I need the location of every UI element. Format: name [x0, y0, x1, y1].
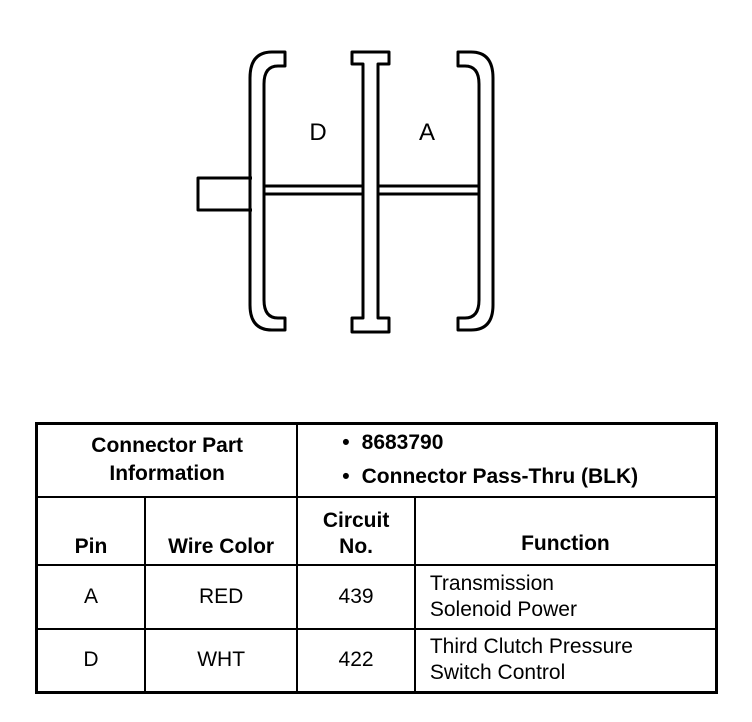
- pin-cell: A: [35, 563, 146, 630]
- col-header-pin: Pin: [35, 495, 146, 566]
- part-info-label-line1: Connector Part: [91, 434, 243, 458]
- function-cell: Transmission Solenoid Power: [413, 563, 718, 630]
- col-header-function: Function: [413, 495, 718, 566]
- part-info-label-line2: Information: [109, 462, 225, 486]
- cavity-label-a: A: [419, 119, 435, 146]
- function-line1: Third Clutch Pressure: [429, 635, 633, 659]
- connector-right-wall: [456, 50, 495, 332]
- function-cell: Third Clutch Pressure Switch Control: [413, 627, 718, 694]
- function-line2: Switch Control: [429, 661, 566, 685]
- col-header-wire-color: Wire Color: [143, 495, 299, 566]
- circuit-cell: 422: [296, 627, 416, 694]
- col-header-circuit-line1: Circuit: [322, 508, 390, 532]
- function-line1: Transmission: [429, 571, 554, 595]
- table-row: A RED 439 Transmission Solenoid Power: [35, 563, 718, 630]
- connector-horizontal-divider: [264, 184, 479, 196]
- col-header-circuit-line2: No.: [339, 534, 373, 558]
- pin-cell: D: [35, 627, 146, 694]
- connector-left-wall: [248, 50, 287, 332]
- wire-color-cell: RED: [143, 563, 299, 630]
- function-line2: Solenoid Power: [429, 597, 577, 621]
- cavity-label-d: D: [309, 119, 326, 146]
- part-number: 8683790: [342, 426, 715, 460]
- connector-description: Connector Pass-Thru (BLK): [342, 460, 715, 494]
- part-info-label: Connector Part Information: [35, 422, 299, 498]
- connector-face-diagram: D A: [196, 50, 495, 334]
- col-header-circuit: Circuit No.: [296, 495, 416, 566]
- table-row: D WHT 422 Third Clutch Pressure Switch C…: [35, 627, 718, 694]
- connector-info-table: Connector Part Information 8683790 Conne…: [35, 422, 718, 694]
- connector-lock-tab: [196, 176, 252, 212]
- wire-color-cell: WHT: [143, 627, 299, 694]
- circuit-cell: 439: [296, 563, 416, 630]
- part-info-values: 8683790 Connector Pass-Thru (BLK): [296, 422, 718, 498]
- connector-center-divider: [350, 50, 391, 334]
